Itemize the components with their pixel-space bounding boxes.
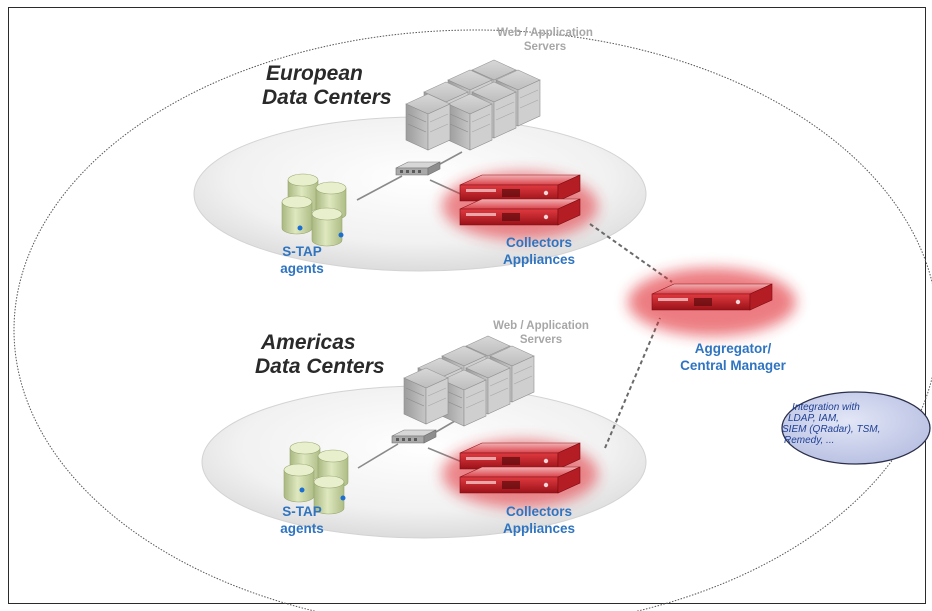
integration-text-line3: SIEM (QRadar), TSM, <box>782 424 881 435</box>
enterprise-boundary-ellipse <box>13 29 932 611</box>
european-to-aggregator-link <box>589 223 673 283</box>
americas-agents-label-line1: S-TAP <box>282 504 322 519</box>
aggregator-label-line1: Aggregator/ <box>694 341 772 356</box>
european-title: European Data Centers <box>262 62 392 110</box>
european-agents-label: S-TAP agents <box>262 243 342 277</box>
european-agents-label-line1: S-TAP <box>282 244 322 259</box>
integration-text-line2: LDAP, IAM, <box>788 413 839 424</box>
european-title-line2: Data Centers <box>262 86 392 109</box>
americas-agents-label: S-TAP agents <box>262 503 342 537</box>
integration-bubble <box>781 391 931 465</box>
european-servers-label-line2: Servers <box>523 41 567 53</box>
americas-title-line2: Data Centers <box>255 355 385 378</box>
americas-title: Americas Data Centers <box>255 331 385 379</box>
european-collectors-label: Collectors Appliances <box>484 234 594 268</box>
european-agents-label-line2: agents <box>280 261 324 276</box>
americas-title-line1: Americas <box>261 331 356 354</box>
european-servers-label: Web / Application Servers <box>470 26 620 54</box>
integration-text-line4: Remedy, ... <box>784 435 835 446</box>
americas-database-icon <box>283 441 349 515</box>
aggregator-appliance-icon <box>628 268 796 336</box>
european-collectors-icon <box>442 172 598 240</box>
european-collectors-label-line1: Collectors <box>505 235 573 250</box>
european-servers-label-line1: Web / Application <box>497 27 593 39</box>
aggregator-label-line2: Central Manager <box>680 358 786 373</box>
european-database-icon <box>281 173 347 247</box>
integration-text-line1: Integration with <box>792 402 860 413</box>
americas-data-center <box>201 335 647 539</box>
americas-agents-label-line2: agents <box>280 521 324 536</box>
european-data-center <box>193 59 647 272</box>
americas-collectors-label-line2: Appliances <box>502 521 576 536</box>
aggregator-label: Aggregator/ Central Manager <box>668 340 798 374</box>
americas-collectors-label-line1: Collectors <box>505 504 573 519</box>
european-title-line1: European <box>266 62 363 85</box>
integration-text: Integration with LDAP, IAM, SIEM (QRadar… <box>782 402 932 446</box>
americas-servers-label-line2: Servers <box>519 334 563 346</box>
european-collectors-label-line2: Appliances <box>502 252 576 267</box>
americas-servers-label-line1: Web / Application <box>493 320 589 332</box>
americas-servers-label: Web / Application Servers <box>466 319 616 347</box>
americas-collectors-label: Collectors Appliances <box>484 503 594 537</box>
americas-to-aggregator-link <box>604 317 661 449</box>
americas-collectors-icon <box>442 440 598 508</box>
